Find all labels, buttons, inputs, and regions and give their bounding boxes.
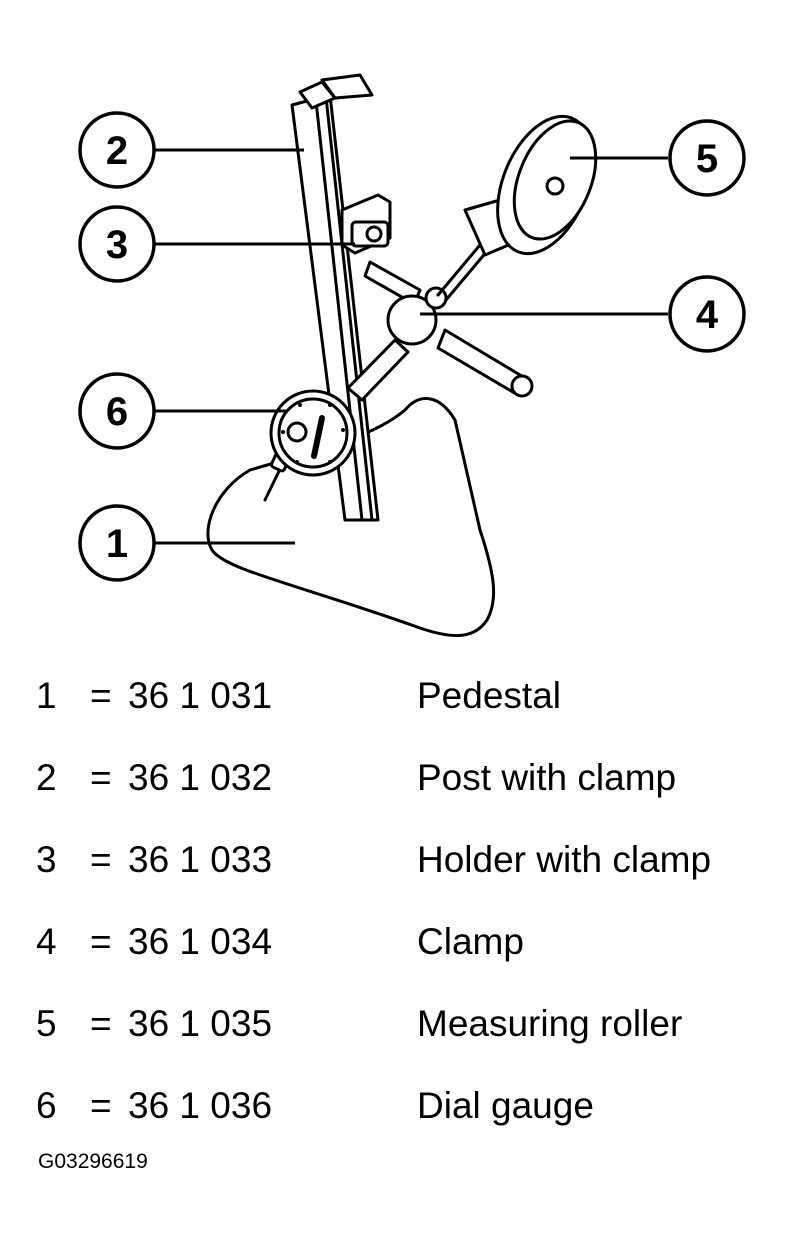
callout-1-label: 1 [106, 522, 128, 566]
legend-part-name: Measuring roller [417, 1003, 683, 1044]
legend-equals: = [90, 921, 112, 962]
legend-number: 3 [36, 839, 57, 880]
callout-5-label: 5 [696, 137, 718, 181]
legend-part-number: 36 1 033 [128, 839, 273, 880]
legend-equals: = [90, 839, 112, 880]
legend-part-number: 36 1 032 [128, 757, 273, 798]
legend-row: 6 = 36 1 036 Dial gauge [0, 1076, 792, 1136]
legend-row: 4 = 36 1 034 Clamp [0, 912, 792, 972]
legend-row: 3 = 36 1 033 Holder with clamp [0, 830, 792, 890]
legend-part-name: Holder with clamp [417, 839, 712, 880]
legend-equals: = [90, 675, 112, 716]
figure-id: G03296619 [38, 1150, 148, 1173]
callout-6-label: 6 [106, 390, 128, 434]
callout-6 [78, 372, 156, 450]
legend-equals: = [90, 1085, 112, 1126]
callout-2 [78, 111, 156, 189]
callout-4-label: 4 [696, 293, 719, 337]
legend-number: 6 [36, 1085, 57, 1126]
legend-part-number: 36 1 035 [128, 1003, 273, 1044]
legend-number: 5 [36, 1003, 57, 1044]
callout-3-label: 3 [106, 223, 128, 267]
legend-part-name: Clamp [417, 921, 524, 962]
callout-1 [78, 504, 156, 582]
legend-part-name: Post with clamp [417, 757, 677, 798]
callout-3 [78, 205, 156, 283]
legend-row: 2 = 36 1 032 Post with clamp [0, 748, 792, 808]
legend-equals: = [90, 1003, 112, 1044]
legend-part-number: 36 1 034 [128, 921, 273, 962]
callout-2-label: 2 [106, 129, 128, 173]
legend-number: 2 [36, 757, 57, 798]
clamp-shape [386, 294, 438, 346]
legend-number: 4 [36, 921, 57, 962]
legend-equals: = [90, 757, 112, 798]
legend-part-number: 36 1 031 [128, 675, 273, 716]
callout-5 [668, 119, 746, 197]
legend-row: 1 = 36 1 031 Pedestal [0, 666, 792, 726]
legend-part-name: Pedestal [417, 675, 561, 716]
callout-4 [668, 275, 746, 353]
legend-row: 5 = 36 1 035 Measuring roller [0, 994, 792, 1054]
tool-illustration: 2 3 6 1 5 4 [78, 73, 746, 638]
legend-number: 1 [36, 675, 57, 716]
legend-part-number: 36 1 036 [128, 1085, 273, 1126]
legend-part-name: Dial gauge [417, 1085, 594, 1126]
